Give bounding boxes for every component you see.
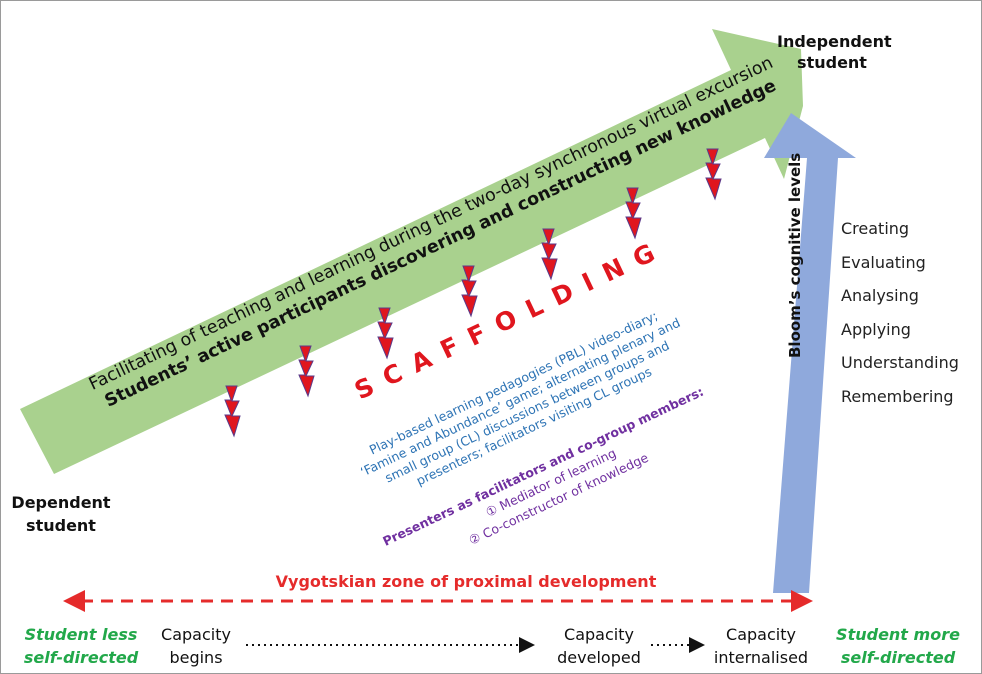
zpd-arrow <box>63 590 813 612</box>
dependent-line2: student <box>26 516 96 535</box>
scaffold-bolt <box>705 148 722 201</box>
scaffold-bolt <box>625 187 642 240</box>
capacity-internalised: Capacity internalised <box>706 623 816 669</box>
begins-line2: begins <box>169 648 223 667</box>
bloom-levels: Creating Evaluating Analysing Applying U… <box>841 212 959 413</box>
facilitation-arrow <box>20 29 803 474</box>
bloom-level-analysing: Analysing <box>841 286 919 305</box>
capacity-developed: Capacity developed <box>544 623 654 669</box>
bloom-level-creating: Creating <box>841 219 910 238</box>
bloom-level-evaluating: Evaluating <box>841 252 926 272</box>
scaffold-bolt <box>461 265 478 318</box>
internalised-line1: Capacity <box>726 625 796 644</box>
scaffold-bolt <box>224 385 241 438</box>
scaffold-bolt <box>541 228 558 281</box>
dependent-line1: Dependent <box>11 493 111 512</box>
scaffold-bolts <box>224 148 722 438</box>
bloom-level-remembering: Remembering <box>841 386 954 406</box>
bloom-title: Bloom’s cognitive levels <box>786 152 804 358</box>
student-more-self-directed: Student more self-directed <box>823 623 973 669</box>
student-less-self-directed: Student less self-directed <box>16 623 146 669</box>
left-line2: self-directed <box>23 648 139 667</box>
capacity-begins: Capacity begins <box>151 623 241 669</box>
scaffold-bolt <box>298 345 315 398</box>
left-line1: Student less <box>24 625 138 644</box>
developed-line1: Capacity <box>564 625 634 644</box>
independent-line1: Independent <box>777 32 892 51</box>
independent-line2: student <box>797 53 867 72</box>
scaffold-bolt <box>377 307 394 360</box>
developed-line2: developed <box>557 648 641 667</box>
zpd-label: Vygotskian zone of proximal development <box>275 572 657 591</box>
dependent-student-label: Dependent student <box>11 491 111 537</box>
right-line2: self-directed <box>840 648 956 667</box>
bloom-level-applying: Applying <box>841 319 911 339</box>
right-line1: Student more <box>836 625 960 644</box>
internalised-line2: internalised <box>713 648 809 667</box>
bloom-level-understanding: Understanding <box>841 353 959 372</box>
independent-student-label: Independent student <box>777 31 892 73</box>
bloom-arrow <box>764 113 856 593</box>
begins-line1: Capacity <box>161 625 231 644</box>
